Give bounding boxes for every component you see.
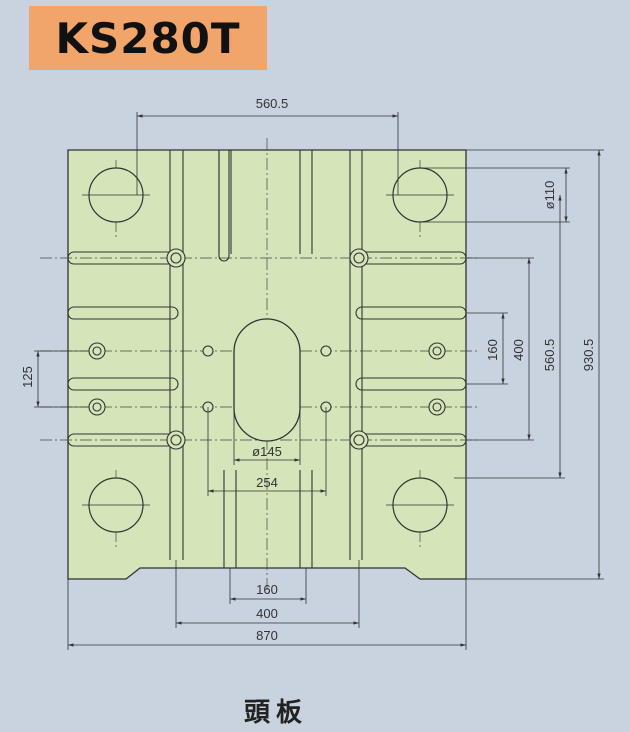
dim-top-spacing: 560.5 <box>256 96 289 111</box>
corner-hole-crosses <box>82 194 454 506</box>
dimension-lines <box>34 112 604 650</box>
dim-bottom-width: 870 <box>256 628 278 643</box>
dim-corner-hole-dia: ø110 <box>542 181 557 210</box>
dim-right-hole-spacing: 560.5 <box>542 339 557 372</box>
vertical-slots <box>169 150 363 568</box>
dim-bottom-slot-inner: 160 <box>256 582 278 597</box>
central-bore <box>233 318 301 442</box>
dim-right-slot-inner: 160 <box>485 339 500 361</box>
model-badge: KS280T <box>29 6 267 70</box>
platen-drawing: 560.5 870 400 160 254 ø145 ø110 160 400 … <box>20 96 604 650</box>
dim-left-spacing: 125 <box>20 366 35 388</box>
dim-right-slot-outer: 400 <box>511 339 526 361</box>
dim-right-height: 930.5 <box>581 339 596 372</box>
dim-center-hole-spacing: 254 <box>256 475 278 490</box>
bolt-holes <box>88 248 446 450</box>
caption: 頭板 <box>243 698 308 728</box>
dim-bottom-slot-outer: 400 <box>256 606 278 621</box>
model-title: KS280T <box>55 13 241 63</box>
dim-center-bore: ø145 <box>252 444 282 459</box>
